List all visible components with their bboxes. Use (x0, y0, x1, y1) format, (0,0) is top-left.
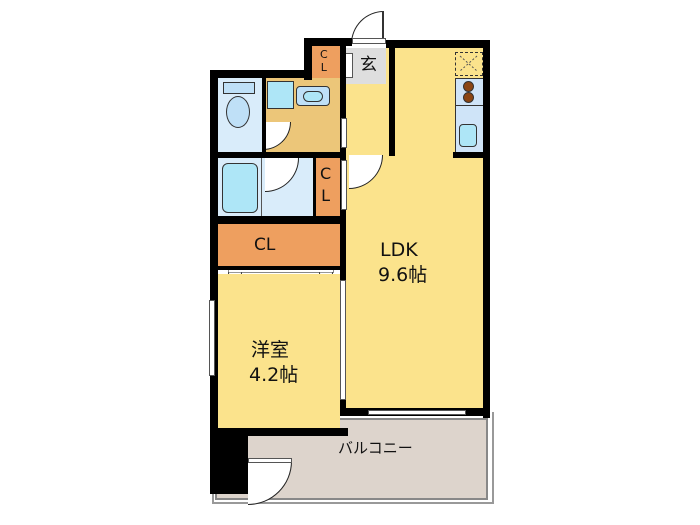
western-room (218, 274, 340, 428)
closet-bedroom (218, 224, 340, 266)
hallway (345, 86, 389, 154)
washing-machine-icon (267, 81, 294, 109)
toilet-tank-icon (223, 82, 255, 94)
kitchen-sink-icon (459, 124, 477, 147)
entrance-label: 玄 (360, 55, 377, 75)
closet-hall-label: C L (320, 164, 332, 205)
ldk-size: 9.6帖 (378, 264, 428, 286)
refrigerator-space (455, 52, 483, 76)
door-frame (341, 118, 347, 148)
closet-bedroom-label: CL (254, 235, 276, 255)
closet-entrance (312, 46, 340, 80)
closet-entrance-label: C L (320, 48, 328, 74)
door-frame (352, 38, 386, 44)
balcony-label: バルコニー (338, 439, 413, 457)
door-frame (248, 458, 292, 463)
window (209, 300, 215, 376)
stove-burner-icon (463, 92, 474, 103)
sliding-window (368, 410, 466, 415)
door-frame (341, 160, 347, 210)
western-room-name: 洋室 (251, 339, 290, 361)
toilet-bowl-icon (226, 96, 250, 128)
closet-hall (315, 158, 340, 216)
bathtub-icon (222, 163, 258, 213)
ldk-name: LDK (380, 239, 418, 261)
western-room-size: 4.2帖 (249, 364, 299, 386)
window (340, 280, 346, 400)
stove-burner-icon (463, 81, 474, 92)
